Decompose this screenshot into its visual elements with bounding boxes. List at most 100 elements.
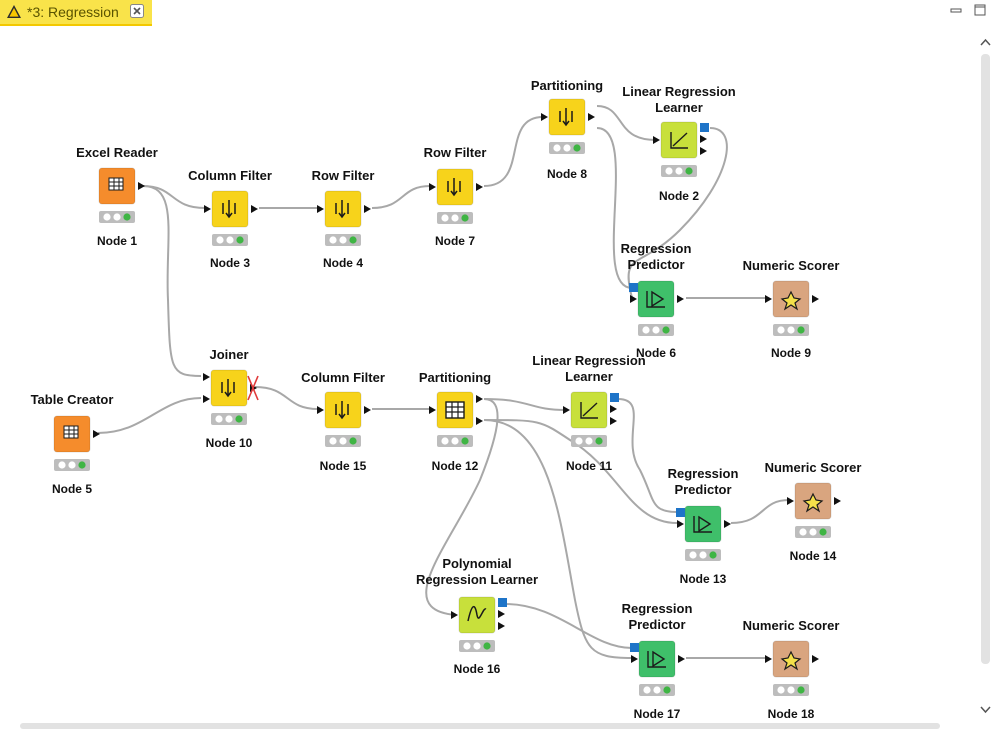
data-out-port[interactable] xyxy=(677,295,684,303)
connection[interactable] xyxy=(730,499,790,524)
connection[interactable] xyxy=(425,398,499,616)
data-in-port[interactable] xyxy=(317,406,324,414)
data-out-port[interactable] xyxy=(812,295,819,303)
connection[interactable] xyxy=(371,185,431,209)
close-icon[interactable] xyxy=(130,4,144,18)
model-out-port[interactable] xyxy=(498,598,507,607)
connection[interactable] xyxy=(504,603,633,649)
data-out-port[interactable] xyxy=(498,622,505,630)
data-in-port[interactable] xyxy=(203,395,210,403)
data-out-port[interactable] xyxy=(364,406,371,414)
connection[interactable] xyxy=(142,185,206,209)
workflow-tab[interactable]: *3: Regression xyxy=(0,0,152,26)
connection[interactable] xyxy=(483,398,566,411)
data-in-port[interactable] xyxy=(765,295,772,303)
model-in-port[interactable] xyxy=(676,508,685,517)
data-out-port[interactable] xyxy=(93,430,100,438)
scroll-down-icon[interactable] xyxy=(980,706,991,714)
node-label[interactable]: Node 13 xyxy=(680,572,727,586)
node-label[interactable]: Node 14 xyxy=(790,549,837,563)
model-out-port[interactable] xyxy=(610,393,619,402)
data-in-port[interactable] xyxy=(765,655,772,663)
data-out-port[interactable] xyxy=(476,183,483,191)
data-out-port[interactable] xyxy=(251,205,258,213)
horizontal-scrollbar[interactable] xyxy=(0,720,978,730)
model-in-port[interactable] xyxy=(629,283,638,292)
node-label[interactable]: Node 2 xyxy=(659,189,699,203)
node-label[interactable]: Node 4 xyxy=(323,256,363,270)
data-in-port[interactable] xyxy=(541,113,548,121)
data-in-port[interactable] xyxy=(204,205,211,213)
node-label[interactable]: Node 7 xyxy=(435,234,475,248)
data-out-port[interactable] xyxy=(476,417,483,425)
data-out-port[interactable] xyxy=(588,113,595,121)
data-in-port[interactable] xyxy=(787,497,794,505)
node-icon[interactable] xyxy=(684,505,722,543)
node-icon[interactable] xyxy=(637,280,675,318)
node-label[interactable]: Node 3 xyxy=(210,256,250,270)
data-out-port[interactable] xyxy=(138,182,145,190)
node-label[interactable]: Node 8 xyxy=(547,167,587,181)
connection[interactable] xyxy=(97,397,202,434)
vertical-scroll-thumb[interactable] xyxy=(981,54,990,664)
connection[interactable] xyxy=(596,105,656,141)
connection[interactable] xyxy=(254,386,319,410)
connection[interactable] xyxy=(483,116,544,187)
node-label[interactable]: Node 1 xyxy=(97,234,137,248)
node-icon[interactable] xyxy=(638,640,676,678)
node-label[interactable]: Node 9 xyxy=(771,346,811,360)
data-out-port[interactable] xyxy=(724,520,731,528)
node-icon[interactable] xyxy=(324,190,362,228)
node-label[interactable]: Node 16 xyxy=(454,662,501,676)
node-icon[interactable] xyxy=(210,369,248,407)
connection[interactable] xyxy=(142,185,202,377)
data-in-port[interactable] xyxy=(563,406,570,414)
node-label[interactable]: Node 5 xyxy=(52,482,92,496)
data-in-port[interactable] xyxy=(203,373,210,381)
node-label[interactable]: Node 10 xyxy=(206,436,253,450)
connection[interactable] xyxy=(617,398,678,513)
data-out-port[interactable] xyxy=(812,655,819,663)
node-icon[interactable] xyxy=(211,190,249,228)
connection[interactable] xyxy=(596,127,633,289)
node-label[interactable]: Node 17 xyxy=(634,707,681,720)
data-out-port[interactable] xyxy=(476,395,483,403)
node-label[interactable]: Node 12 xyxy=(432,459,479,473)
node-label[interactable]: Node 15 xyxy=(320,459,367,473)
horizontal-scroll-thumb[interactable] xyxy=(20,723,940,729)
data-in-port[interactable] xyxy=(677,520,684,528)
data-in-port[interactable] xyxy=(429,406,436,414)
vertical-scrollbar[interactable] xyxy=(978,26,993,720)
data-in-port[interactable] xyxy=(653,136,660,144)
maximize-icon[interactable] xyxy=(972,2,988,18)
node-icon[interactable] xyxy=(324,391,362,429)
node-icon[interactable] xyxy=(436,168,474,206)
data-out-port[interactable] xyxy=(364,205,371,213)
minimize-icon[interactable] xyxy=(948,2,964,18)
data-out-port[interactable] xyxy=(834,497,841,505)
data-out-port[interactable] xyxy=(610,417,617,425)
data-out-port[interactable] xyxy=(700,147,707,155)
node-label[interactable]: Node 6 xyxy=(636,346,676,360)
model-out-port[interactable] xyxy=(700,123,709,132)
connection[interactable] xyxy=(627,127,728,299)
